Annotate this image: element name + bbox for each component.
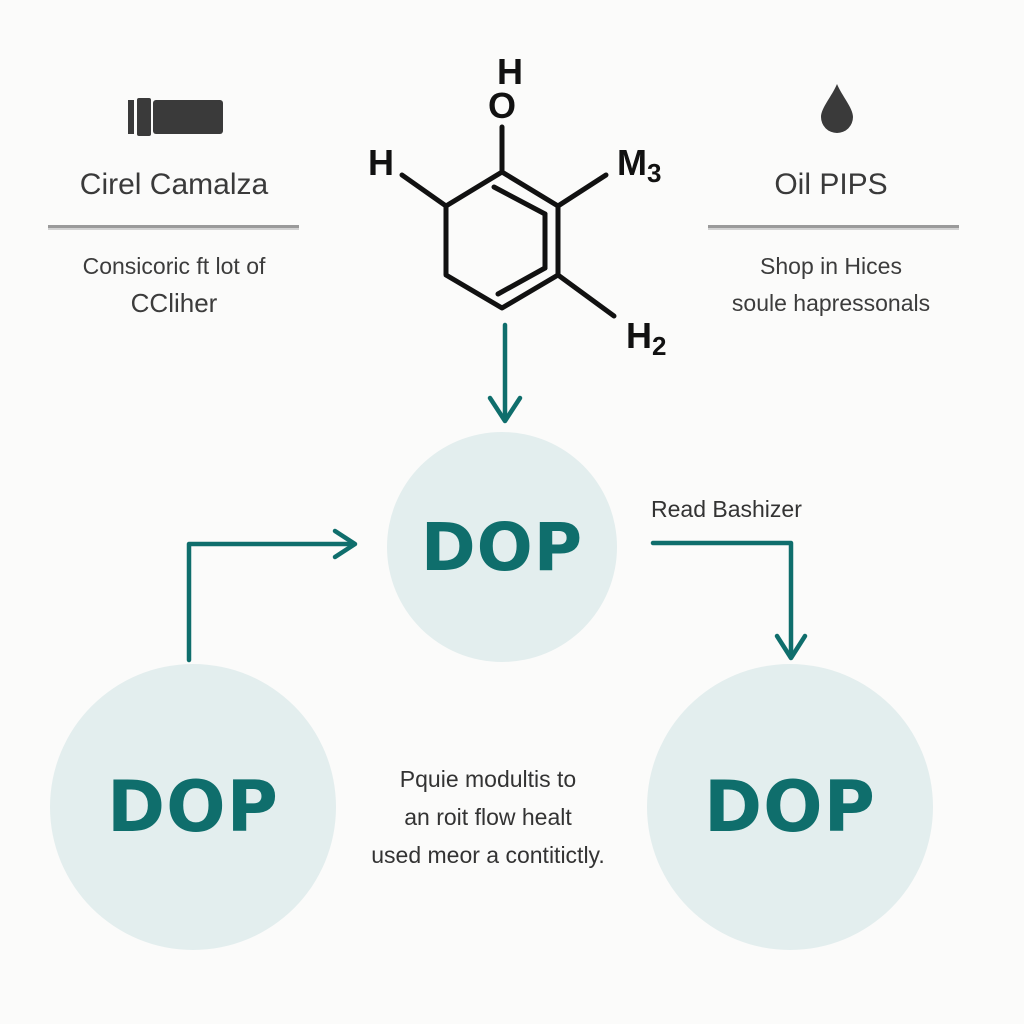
left-panel-caption-line1: Consicoric ft lot of bbox=[82, 253, 266, 279]
atom-label-o: O bbox=[488, 85, 516, 126]
description-line2: an roit flow healt bbox=[404, 804, 572, 830]
right-panel-caption: Shop in Hices soule hapressonals bbox=[681, 248, 981, 322]
atom-label-h2: H2 bbox=[626, 315, 666, 361]
dop-node-right[interactable]: DOP bbox=[647, 664, 933, 950]
right-panel-divider bbox=[708, 225, 959, 230]
arrowhead-top-node-to-right-node bbox=[774, 633, 808, 661]
right-panel-title: Oil PIPS bbox=[774, 168, 888, 201]
arrow-left-node-to-top-node bbox=[186, 541, 356, 663]
right-panel-caption-line2: soule hapressonals bbox=[731, 290, 931, 316]
arrow-top-node-to-right-node bbox=[650, 540, 794, 660]
left-panel-title: Cirel Camalza bbox=[79, 168, 269, 201]
dop-node-left[interactable]: DOP bbox=[50, 664, 336, 950]
dop-node-top[interactable]: DOP bbox=[387, 432, 617, 662]
arrowhead-left-node-to-top-node bbox=[332, 528, 358, 560]
flow-label: Read Bashizer bbox=[651, 496, 802, 522]
molecule-structure bbox=[399, 124, 617, 319]
flow-arrows bbox=[186, 322, 808, 663]
arrowhead-molecule-to-top-node bbox=[487, 395, 523, 424]
description-line3: used meor a contitictly. bbox=[371, 842, 605, 868]
atom-label-m3: M3 bbox=[617, 142, 661, 188]
right-panel-caption-line1: Shop in Hices bbox=[760, 253, 902, 279]
atom-label-h-left: H bbox=[368, 142, 394, 183]
dop-node-right-label: DOP bbox=[704, 766, 876, 848]
left-panel-caption-line2: CCliher bbox=[130, 288, 218, 318]
cylinder-connector-icon bbox=[126, 96, 226, 138]
dop-node-left-label: DOP bbox=[107, 766, 279, 848]
atom-label-h-top: H bbox=[497, 51, 523, 92]
description: Pquie modultis to an roit flow healt use… bbox=[338, 760, 638, 874]
left-panel-caption: Consicoric ft lot of CCliher bbox=[24, 248, 324, 322]
dop-node-top-label: DOP bbox=[420, 508, 584, 586]
description-line1: Pquie modultis to bbox=[399, 766, 577, 792]
oil-drop-icon bbox=[818, 82, 856, 134]
left-panel-divider bbox=[48, 225, 299, 230]
